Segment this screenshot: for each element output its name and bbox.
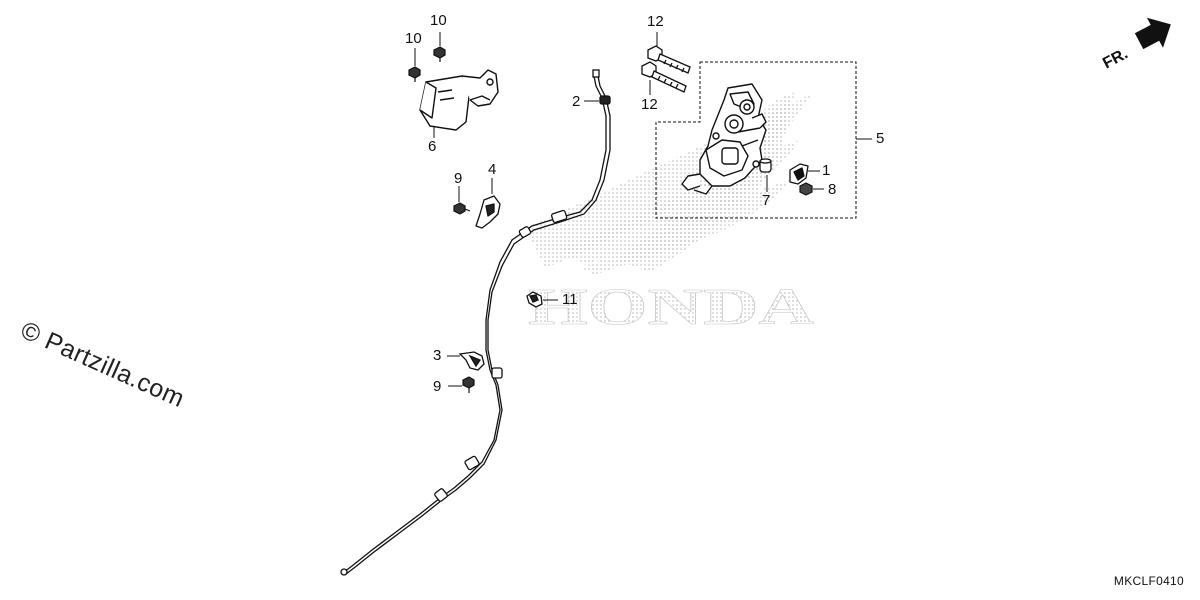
callout-5: 5 <box>876 130 885 147</box>
part-12-bolt-lower <box>641 61 687 93</box>
part-10-screw-upper <box>433 46 446 62</box>
callout-10-lower: 10 <box>405 30 422 47</box>
callout-9-lower: 9 <box>433 378 442 395</box>
part-7-collar <box>759 158 772 173</box>
callout-8: 8 <box>828 181 837 198</box>
brake-caliper-assembly <box>681 83 767 195</box>
part-1-clip <box>789 163 809 185</box>
callout-12-upper: 12 <box>647 13 664 30</box>
part-12-bolt-upper <box>647 45 691 74</box>
part-11-grommet <box>526 291 543 308</box>
callout-2: 2 <box>572 93 581 110</box>
part-3-clamp <box>458 351 485 371</box>
part-6-cover <box>419 69 499 131</box>
honda-wordmark: HONDA <box>528 279 815 336</box>
callout-4: 4 <box>488 161 497 178</box>
callout-1: 1 <box>822 162 831 179</box>
callout-11: 11 <box>562 291 578 308</box>
callout-10-upper: 10 <box>430 12 447 29</box>
front-direction-arrow: FR. <box>1100 17 1171 72</box>
callout-3: 3 <box>433 347 442 364</box>
callout-6: 6 <box>428 138 437 155</box>
part-2-brake-cable <box>340 69 611 576</box>
callout-9-upper: 9 <box>454 170 463 187</box>
diagram-code: MKCLF0410 <box>1113 574 1184 588</box>
part-4-bracket <box>475 195 501 229</box>
part-9-bolt-lower <box>462 376 475 393</box>
assembly-5-boundary <box>655 61 872 219</box>
honda-wing-logo <box>525 92 812 275</box>
callout-12-lower: 12 <box>641 96 658 113</box>
callout-7: 7 <box>762 192 771 209</box>
part-8-nut <box>799 182 813 196</box>
front-label: FR. <box>1100 45 1131 72</box>
part-9-bolt-upper <box>453 202 471 215</box>
part-10-screw-lower <box>408 66 421 82</box>
